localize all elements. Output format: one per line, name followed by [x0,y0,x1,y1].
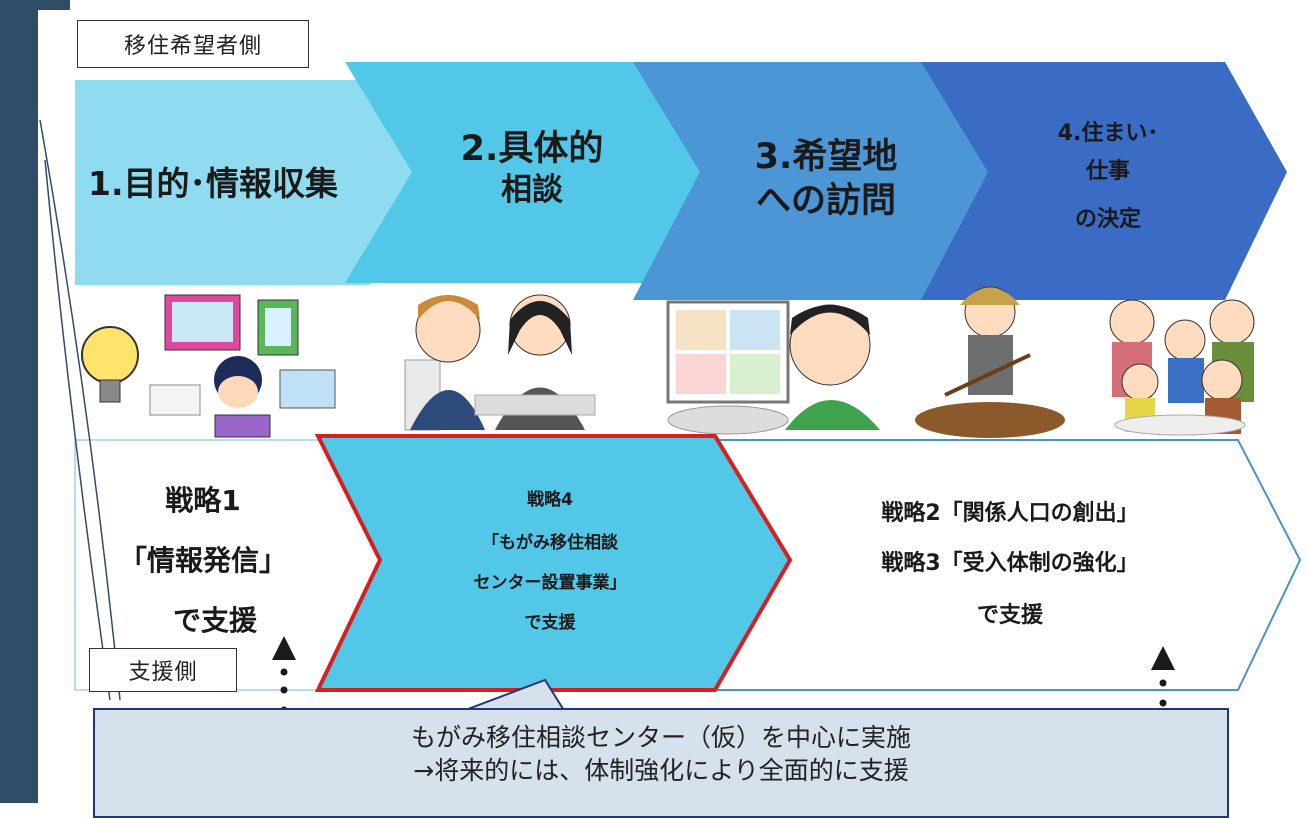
step-2-arrow [345,62,718,283]
decorative-curves [39,119,121,701]
step-4-label-line2: 仕事 [1085,158,1130,184]
applicant-side-text: 移住希望者側 [123,34,262,59]
strategy-1-line3: で支援 [173,604,258,637]
strategy-3-line1: 戦略2「関係人口の創出」 [881,500,1138,526]
illustration-online-visit [666,300,880,435]
step-2-label-line1: 2.具体的 [461,129,604,169]
applicant-side-label: 移住希望者側 [77,20,309,68]
step-2-label-line2: 相談 [501,172,564,208]
illustration-info-gathering [81,294,336,438]
callout-line1: もがみ移住相談センター（仮）を中心に実施 [410,723,911,752]
support-side-text: 支援側 [128,660,198,685]
strategy-1-line1: 戦略1 [165,484,240,517]
strategy-2-line1: 戦略4 [527,489,573,510]
step-1-arrow [75,80,437,285]
steps-layer: 1.目的･情報収集 2.具体的 相談 3.希望地 への訪問 4.住まい･ 仕事 … [75,62,1287,300]
callout-line2: →将来的には、体制強化により全面的に支援 [413,756,909,785]
illustration-family [1109,299,1255,436]
step-4-label-line3: の決定 [1075,206,1141,232]
slide-left-bar [0,0,70,803]
strategies-layer: 戦略1 「情報発信」 で支援 戦略4 「もがみ移住相談 センター設置事業」 で支… [74,434,1302,692]
step-3-arrow [633,62,1000,300]
illustration-farming [915,286,1065,438]
strategy-2-line3: センター設置事業」 [474,572,627,593]
strategy-2-shape [314,434,793,692]
strategy-1-line2: 「情報発信」 [119,544,287,577]
slide-corner-tab [0,0,70,10]
callout-box: もがみ移住相談センター（仮）を中心に実施 →将来的には、体制強化により全面的に支… [93,708,1229,818]
step-4-label-line1: 4.住まい･ [1058,120,1159,146]
support-side-label: 支援側 [89,648,237,692]
step-3-label-line1: 3.希望地 [755,137,898,177]
strategy-2-line4: で支援 [525,612,577,633]
step-3-label-line2: への訪問 [756,181,896,221]
strategy-3-line3: で支援 [977,603,1044,628]
step-1-label: 1.目的･情報収集 [88,164,338,203]
illustration-consultation [404,294,596,431]
step-4-arrow [921,62,1287,300]
strategy-2-line2: 「もがみ移住相談 [482,532,619,553]
strategy-3-line2: 戦略3「受入体制の強化」 [881,550,1138,576]
